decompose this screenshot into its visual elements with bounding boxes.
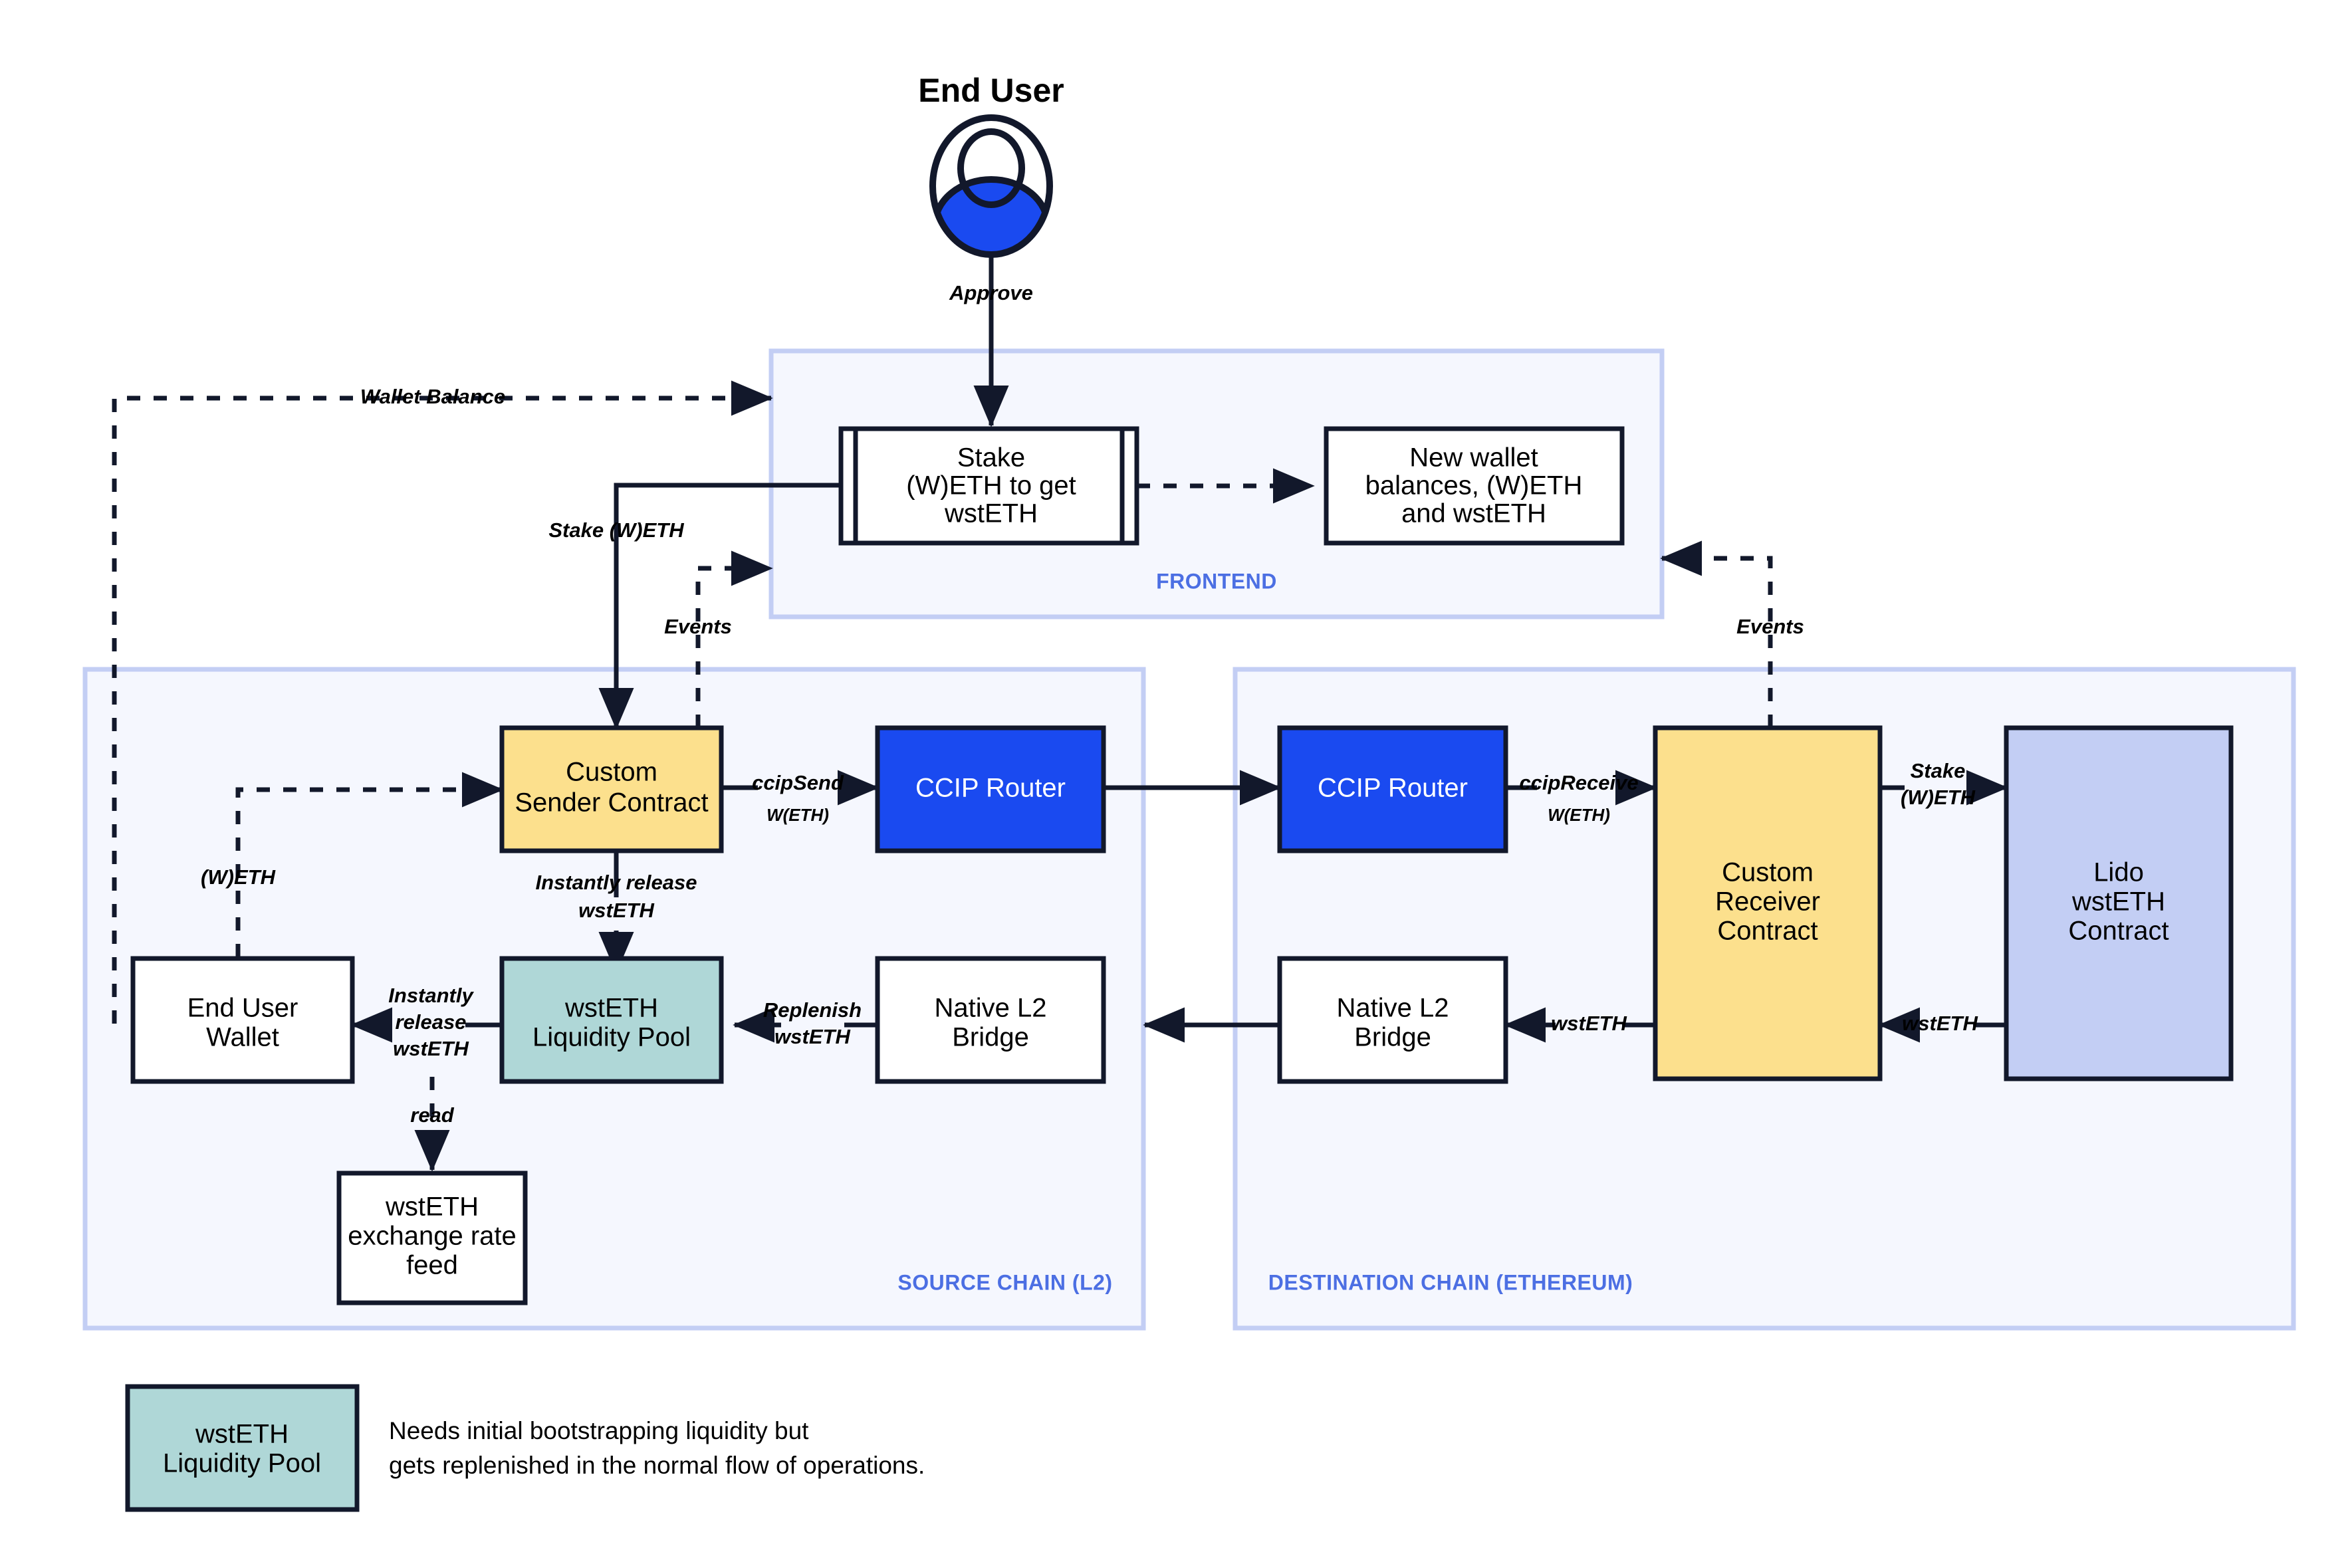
node-end-user-wallet-line2: Wallet: [206, 1023, 279, 1052]
node-end-user-wallet[interactable]: End User Wallet: [130, 956, 355, 1084]
node-native-bridge-source-line1: Native L2: [935, 994, 1047, 1023]
edge-label-weth: (W)ETH: [201, 865, 276, 889]
edge-label-ccip-receive: ccipReceive: [1519, 771, 1638, 794]
edge-label-read: read: [410, 1103, 455, 1127]
node-custom-sender-line1: Custom: [566, 758, 657, 787]
legend-swatch: [125, 1384, 360, 1512]
edge-label-stake-weth-dst-1: Stake: [1911, 759, 1966, 782]
node-custom-receiver-contract[interactable]: Custom Receiver Contract: [1653, 725, 1883, 1081]
node-custom-sender-line2: Sender Contract: [515, 788, 708, 818]
edge-approve: Approve: [949, 239, 1033, 427]
node-lido-line1: Lido: [2093, 858, 2144, 887]
edge-wallet-balance: Wallet Balance: [112, 380, 773, 1024]
node-lido-wsteth-contract[interactable]: Lido wstETH Contract: [2004, 725, 2234, 1081]
edge-read: read: [410, 1077, 455, 1172]
edge-ccip-send: ccipSend W(ETH): [721, 770, 880, 825]
edge-events-left: Events: [664, 550, 773, 728]
node-native-bridge-destination[interactable]: Native L2 Bridge: [1277, 956, 1508, 1084]
node-ccip-router-destination-label: CCIP Router: [1318, 774, 1468, 803]
edge-label-replenish-2: wstETH: [774, 1025, 850, 1048]
node-end-user-wallet-line1: End User: [187, 994, 298, 1023]
edge-label-events-right: Events: [1736, 615, 1804, 638]
node-ccip-router-source-label: CCIP Router: [915, 774, 1066, 803]
node-custom-receiver-line3: Contract: [1717, 917, 1818, 946]
node-native-bridge-source[interactable]: Native L2 Bridge: [875, 956, 1106, 1084]
edge-label-wsteth-lido-receiver: wstETH: [1902, 1012, 1978, 1035]
edge-label-instantly-wallet-1: Instantly: [388, 984, 474, 1007]
node-stake-form[interactable]: Stake (W)ETH to get wstETH: [838, 426, 1139, 546]
node-stake-form-line1: Stake: [957, 443, 1025, 473]
legend-swatch-line2: Liquidity Pool: [163, 1449, 321, 1478]
legend-note-line2: gets replenished in the normal flow of o…: [389, 1452, 925, 1479]
edge-weth: (W)ETH: [201, 772, 504, 957]
node-custom-sender-contract[interactable]: Custom Sender Contract: [499, 725, 724, 853]
node-rate-feed-line3: feed: [406, 1251, 458, 1280]
node-native-bridge-destination-line2: Bridge: [1354, 1023, 1431, 1052]
edge-label-events-left: Events: [664, 615, 732, 638]
edge-wsteth-lido-receiver: wstETH: [1878, 1007, 2006, 1043]
node-new-balances[interactable]: New wallet balances, (W)ETH and wstETH: [1324, 426, 1625, 546]
edge-label-wallet-balance: Wallet Balance: [360, 385, 505, 408]
edge-label-instantly-wallet-3: wstETH: [393, 1037, 469, 1060]
edge-label-ccip-receive-sub: W(ETH): [1548, 805, 1610, 825]
zone-label-frontend: FRONTEND: [1156, 569, 1277, 593]
node-custom-receiver-line2: Receiver: [1715, 887, 1820, 917]
node-rate-feed-line1: wstETH: [385, 1192, 479, 1222]
edge-label-stake-weth-dst-2: (W)ETH: [1901, 786, 1976, 809]
edge-label-replenish-1: Replenish: [763, 998, 862, 1022]
edge-wsteth-receiver-bridge: wstETH: [1504, 1007, 1655, 1043]
edge-stake-weth-dst: Stake (W)ETH: [1880, 759, 2008, 809]
node-rate-feed-line2: exchange rate: [348, 1222, 517, 1251]
node-custom-receiver-line1: Custom: [1722, 858, 1814, 887]
node-new-balances-line2: balances, (W)ETH: [1365, 471, 1583, 501]
node-ccip-router-destination[interactable]: CCIP Router: [1277, 725, 1508, 853]
actor-end-user: End User: [918, 72, 1064, 258]
zone-label-destination-chain: DESTINATION CHAIN (ETHEREUM): [1268, 1270, 1633, 1294]
edge-label-instantly-wallet-2: release: [396, 1010, 467, 1034]
node-stake-form-line3: wstETH: [944, 499, 1038, 528]
node-ccip-router-source[interactable]: CCIP Router: [875, 725, 1106, 853]
node-native-bridge-source-line2: Bridge: [952, 1023, 1029, 1052]
node-wsteth-liquidity-pool[interactable]: wstETH Liquidity Pool: [499, 956, 724, 1084]
legend-swatch-line1: wstETH: [195, 1420, 289, 1449]
legend: wstETH Liquidity Pool Needs initial boot…: [125, 1384, 925, 1512]
legend-note-line1: Needs initial bootstrapping liquidity bu…: [389, 1417, 809, 1444]
edge-label-approve: Approve: [949, 281, 1033, 304]
node-native-bridge-destination-line1: Native L2: [1337, 994, 1449, 1023]
edge-pool-to-wallet: Instantly release wstETH: [350, 984, 502, 1060]
actor-title: End User: [918, 72, 1064, 109]
edge-label-ccip-send: ccipSend: [752, 771, 844, 794]
node-liquidity-pool-line2: Liquidity Pool: [532, 1023, 691, 1052]
edge-events-right: Events: [1660, 540, 1804, 728]
edge-label-wsteth-receiver-bridge: wstETH: [1551, 1012, 1627, 1035]
edge-ccip-receive: ccipReceive W(ETH): [1506, 770, 1657, 825]
node-lido-line2: wstETH: [2071, 887, 2165, 917]
zone-label-source-chain: SOURCE CHAIN (L2): [897, 1270, 1112, 1294]
edge-label-instantly-release-1: Instantly release: [536, 871, 697, 894]
edge-label-instantly-release-2: wstETH: [578, 899, 654, 922]
node-stake-form-line2: (W)ETH to get: [906, 471, 1076, 501]
node-wsteth-rate-feed[interactable]: wstETH exchange rate feed: [336, 1171, 528, 1305]
edge-stake-weth: Stake (W)ETH: [548, 483, 841, 730]
node-new-balances-line1: New wallet: [1409, 443, 1538, 473]
edge-label-stake-weth: Stake (W)ETH: [548, 518, 684, 542]
node-lido-line3: Contract: [2068, 917, 2169, 946]
edge-label-ccip-send-sub: W(ETH): [766, 805, 829, 825]
edge-replenish: Replenish wstETH: [733, 998, 878, 1048]
node-new-balances-line3: and wstETH: [1401, 499, 1546, 528]
node-liquidity-pool-line1: wstETH: [564, 994, 658, 1023]
edge-instantly-release-pool: Instantly release wstETH: [536, 851, 697, 974]
